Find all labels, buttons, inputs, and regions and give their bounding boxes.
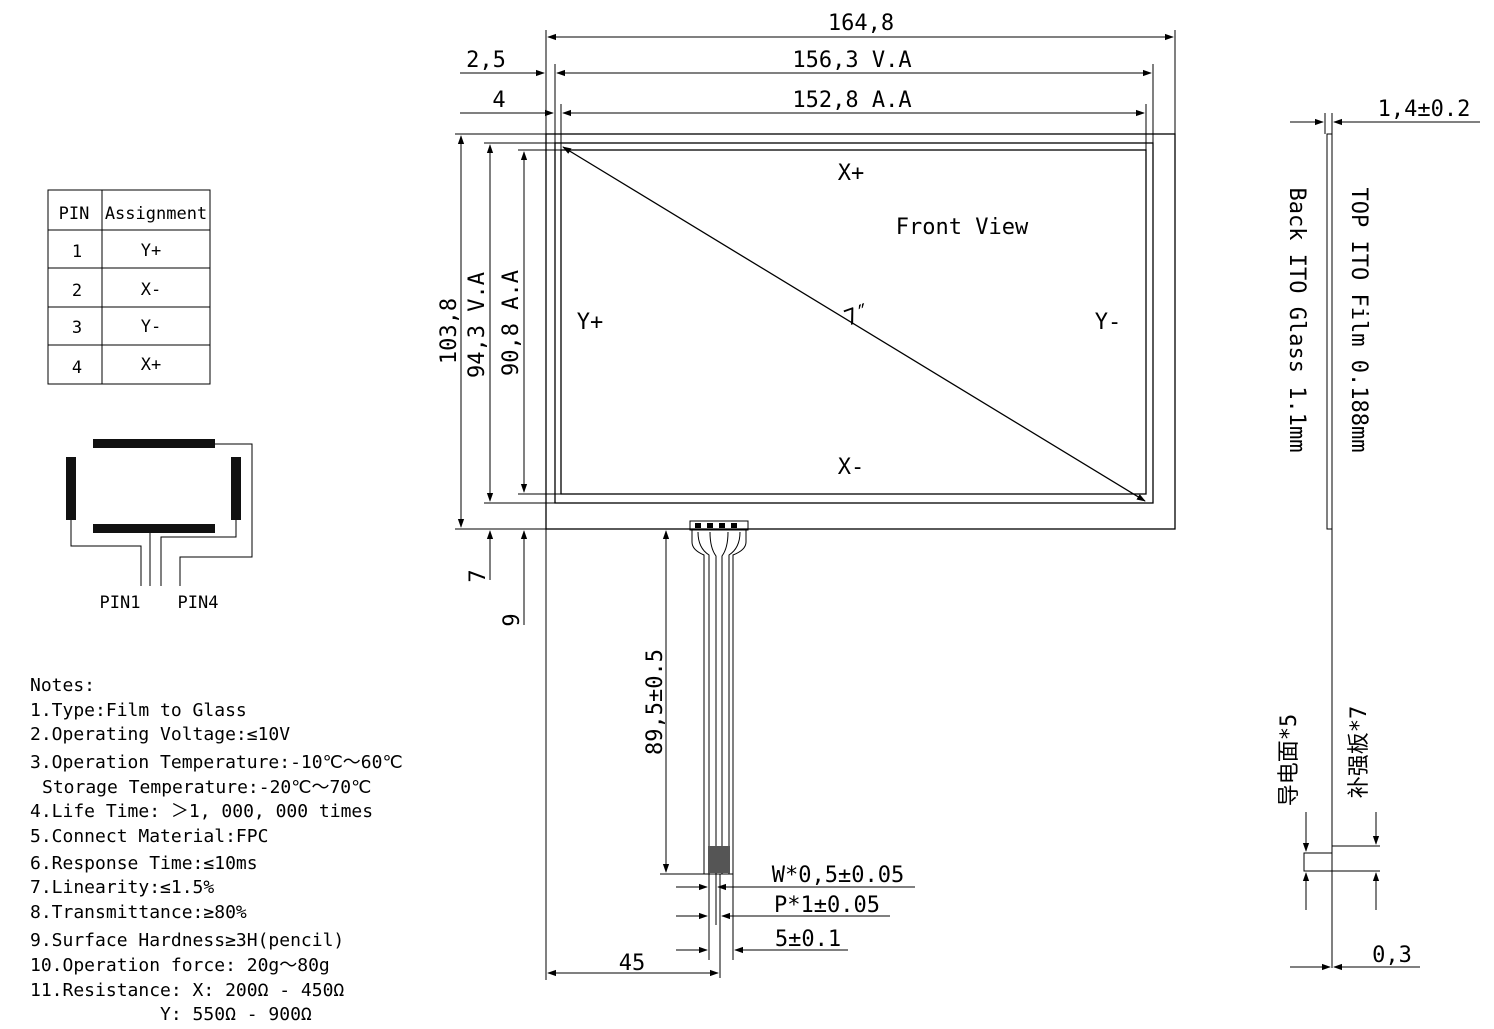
pin-table: PIN Assignment 1 Y+ 2 X- 3 Y- 4 X+ [47, 189, 211, 385]
dim-tail-width: 5±0.1 [775, 927, 841, 952]
electrode-left [66, 457, 76, 520]
dim-bottom-offset-9: 9 [500, 613, 525, 626]
note-item: 11.Resistance: X: 200Ω - 450Ω [30, 980, 344, 1001]
diagonal-label: 7″ [841, 299, 874, 332]
notes-block: Notes: 1.Type:Film to Glass 2.Operating … [30, 675, 403, 1025]
note-item: 9.Surface Hardness≥3H(pencil) [30, 930, 344, 951]
note-item: 6.Response Time:≤10ms [30, 853, 258, 874]
y-plus-label: Y+ [577, 310, 604, 335]
front-view-panel: 7″ X+ X- Y+ Y- Front View [545, 133, 1176, 530]
back-glass-label: Back ITO Glass 1.1mm [1284, 188, 1309, 453]
note-item: 2.Operating Voltage:≤10V [30, 724, 290, 745]
electrode-bottom [93, 524, 215, 533]
electrode-diagram: PIN1 PIN4 [66, 439, 253, 613]
assignment-cell: Y+ [141, 241, 161, 261]
assignment-cell: X+ [141, 355, 161, 375]
fpc-stiffener-contacts [708, 846, 730, 873]
pin-header: PIN [59, 204, 90, 224]
side-view: 1,4±0.2 0,3 TOP ITO Film 0.188mm Back IT… [1277, 97, 1480, 971]
dim-offset-aa: 4 [492, 88, 505, 113]
pin4-label: PIN4 [178, 593, 219, 613]
view-area-outline [554, 142, 1154, 504]
top-dimensions: 164,8 156,3 V.A 152,8 A.A 2,5 4 [460, 11, 1176, 150]
dim-view-area-height: 94,3 V.A [465, 272, 490, 378]
left-dimensions: 103,8 94,3 V.A 90,8 A.A 7 9 [437, 133, 561, 627]
note-item: 4.Life Time: ＞1, 000, 000 times [30, 801, 373, 822]
dim-view-area-width: 156,3 V.A [792, 48, 911, 73]
dim-tail-length: 89,5±0.5 [643, 649, 668, 755]
note-item: 1.Type:Film to Glass [30, 700, 247, 721]
assignment-cell: X- [141, 280, 161, 300]
assignment-cell: Y- [141, 317, 161, 337]
top-film-label: TOP ITO Film 0.188mm [1346, 188, 1371, 453]
electrode-right [231, 457, 241, 520]
dim-pitch: P*1±0.05 [774, 893, 880, 918]
stiffener-label: 补强板*7 [1347, 706, 1372, 799]
fpc-tail: 89,5±0.5 W*0,5±0.05 P*1±0.05 5±0.1 45 [545, 520, 915, 980]
stiffener-section [1303, 852, 1333, 872]
dim-offset-va: 2,5 [466, 48, 506, 73]
y-minus-label: Y- [1095, 310, 1122, 335]
dim-overall-width: 164,8 [828, 11, 894, 36]
electrode-top [93, 439, 215, 448]
front-view-title: Front View [896, 215, 1029, 240]
notes-title: Notes: [30, 675, 95, 696]
pin-cell: 3 [72, 318, 82, 338]
x-minus-label: X- [838, 455, 865, 480]
dim-bottom-offset-7: 7 [466, 569, 491, 582]
x-plus-label: X+ [838, 161, 865, 186]
dim-thickness: 1,4±0.2 [1378, 97, 1471, 122]
dim-finger-width: W*0,5±0.05 [772, 863, 904, 888]
pin1-label: PIN1 [100, 593, 141, 613]
conductive-side-label: 导电面*5 [1277, 714, 1302, 807]
diagonal-line [562, 146, 1146, 502]
note-item: 7.Linearity:≤1.5% [30, 877, 214, 898]
dim-tail-offset: 45 [619, 951, 646, 976]
note-item: 8.Transmittance:≥80% [30, 902, 247, 923]
fpc-connector-pads [689, 520, 749, 531]
pin-cell: 2 [72, 281, 82, 301]
glass-cross-section [1326, 133, 1333, 530]
pin-cell: 4 [72, 358, 82, 378]
dim-active-area-width: 152,8 A.A [792, 88, 911, 113]
pin-cell: 1 [72, 242, 82, 262]
note-item: 5.Connect Material:FPC [30, 826, 268, 847]
note-item: Y: 550Ω - 900Ω [30, 1004, 312, 1025]
dim-stiffener-thickness: 0,3 [1372, 943, 1412, 968]
note-item: 3.Operation Temperature:-10℃～60℃ [30, 752, 403, 773]
note-item: 10.Operation force: 20g～80g [30, 955, 330, 976]
dim-overall-height: 103,8 [437, 298, 462, 364]
note-item: Storage Temperature:-20℃～70℃ [42, 777, 371, 798]
outer-outline [545, 133, 1176, 530]
assignment-header: Assignment [105, 204, 207, 224]
dim-active-area-height: 90,8 A.A [499, 270, 524, 376]
